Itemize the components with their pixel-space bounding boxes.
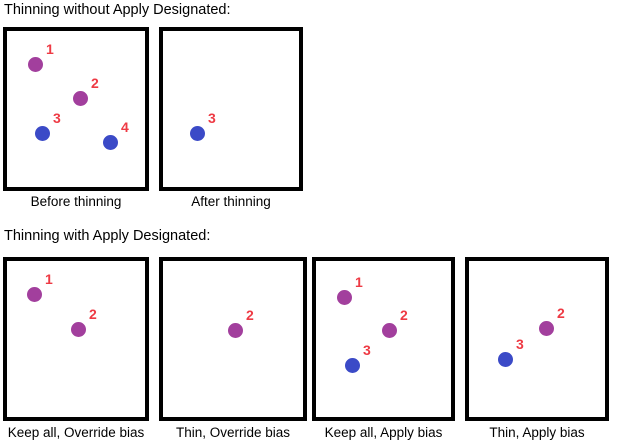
data-point-2-dot [381,322,397,338]
data-point-1-dot [336,289,352,305]
data-point-1-dot [26,286,42,302]
point-label-2: 2 [89,306,97,322]
panel-keep-all-apply-bias: 1 2 3 [312,257,455,421]
data-point-2-dot [72,90,88,106]
point-label-3: 3 [208,110,216,126]
caption-after-thinning: After thinning [191,194,271,209]
section-title-without-apply-designated: Thinning without Apply Designated: [4,2,231,18]
section-title-with-apply-designated: Thinning with Apply Designated: [4,228,211,244]
data-point-2-dot [538,320,554,336]
point-label-4: 4 [121,119,129,135]
point-label-3: 3 [363,342,371,358]
caption-thin-apply-bias: Thin, Apply bias [489,425,585,440]
point-label-2: 2 [400,307,408,323]
caption-keep-all-override-bias: Keep all, Override bias [7,425,145,440]
point-label-3: 3 [516,336,524,352]
panel-before-thinning: 1 2 3 4 [3,27,149,191]
data-point-3-dot [34,125,50,141]
data-point-3-dot [189,125,205,141]
point-label-3: 3 [53,110,61,126]
data-point-2-dot [227,322,243,338]
data-point-2-dot [70,321,86,337]
point-label-1: 1 [46,41,54,57]
caption-thin-override-bias: Thin, Override bias [175,425,291,440]
data-point-3-dot [497,351,513,367]
data-point-4-dot [102,134,118,150]
caption-before-thinning: Before thinning [30,194,122,209]
data-point-3-dot [344,357,360,373]
panel-after-thinning: 3 [159,27,303,191]
point-label-2: 2 [91,75,99,91]
point-label-1: 1 [45,271,53,287]
point-label-2: 2 [246,307,254,323]
data-point-1-dot [27,56,43,72]
panel-thin-override-bias: 2 [159,257,307,421]
caption-keep-all-apply-bias: Keep all, Apply bias [324,425,443,440]
point-label-1: 1 [355,274,363,290]
point-label-2: 2 [557,305,565,321]
